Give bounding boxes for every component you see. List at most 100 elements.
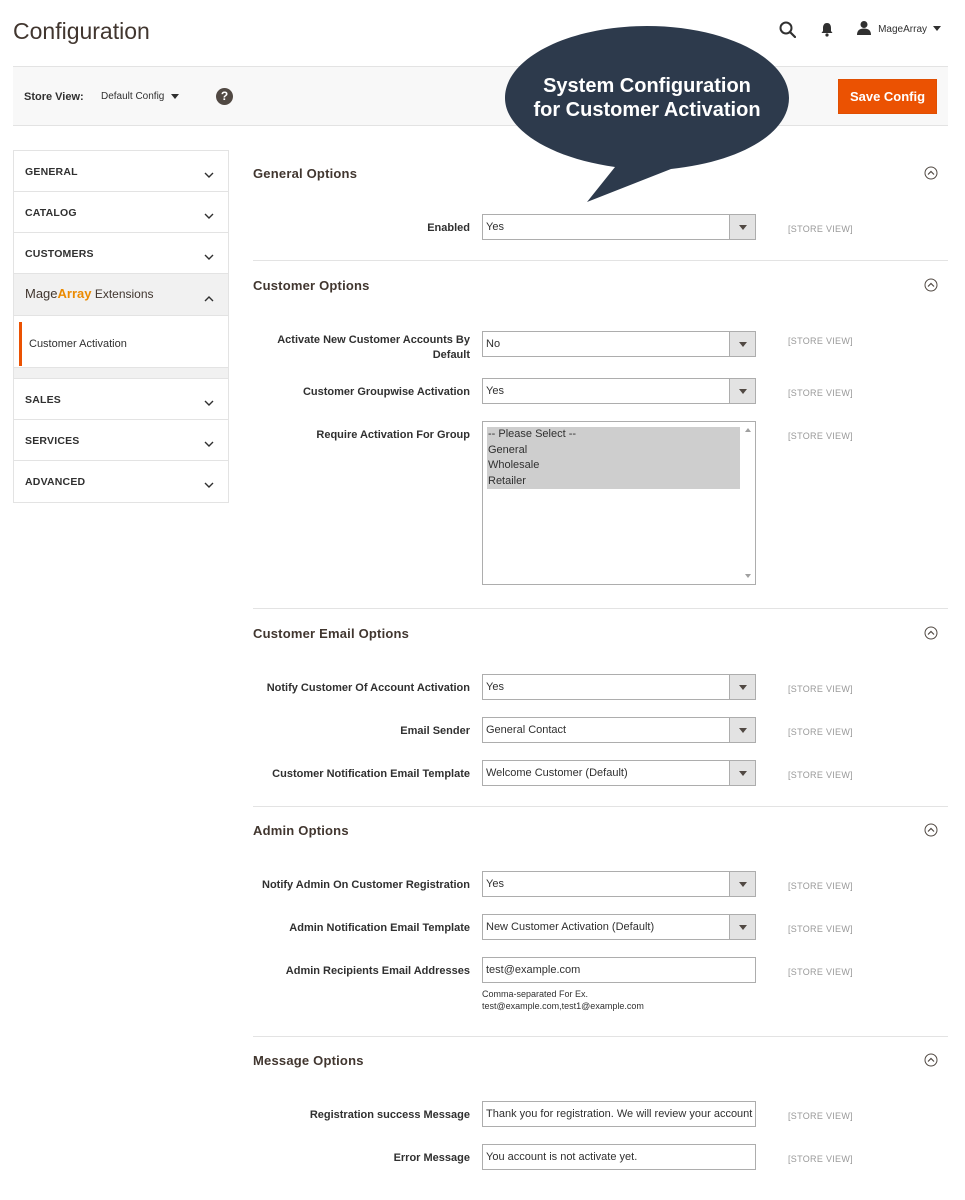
admin-email-template-select[interactable]: New Customer Activation (Default) [482,914,756,940]
section-general-options[interactable]: General Options [253,166,948,190]
input-value: test@example.com [486,964,581,976]
registration-success-input[interactable]: Thank you for registration. We will revi… [482,1101,756,1127]
sidebar-tab-customers[interactable]: CUSTOMERS [14,233,228,274]
admin-email-template-label: Admin Notification Email Template [289,922,470,934]
section-title: Customer Email Options [253,626,410,641]
collapse-icon [924,626,938,645]
admin-recipients-input[interactable]: test@example.com [482,957,756,983]
dropdown-arrow-icon [729,215,755,239]
email-sender-label: Email Sender [400,725,470,737]
multiselect-option[interactable]: Retailer [488,474,526,487]
user-menu[interactable]: MageArray [856,20,941,39]
callout-line-2: for Customer Activation [533,99,761,121]
note-line: Comma-separated For Ex. [482,989,589,999]
section-title: Message Options [253,1053,364,1068]
activate-new-accounts-select[interactable]: No [482,331,756,357]
select-value: General Contact [486,724,567,736]
sidebar-item-customer-activation[interactable]: Customer Activation [14,316,228,368]
bell-icon[interactable] [814,16,840,42]
section-divider [253,1036,948,1037]
speech-bubble-callout [505,26,789,202]
select-value: Yes [486,221,504,233]
dropdown-arrow-icon [729,872,755,896]
scroll-down-icon [745,574,751,578]
require-activation-group-multiselect[interactable]: -- Please Select -- General Wholesale Re… [482,421,756,585]
scrollbar[interactable] [741,422,755,584]
help-icon[interactable]: ? [216,88,233,105]
callout-line-1: System Configuration [543,75,751,97]
sidebar-tab-label: CATALOG [25,207,77,219]
dropdown-arrow-icon [729,332,755,356]
sidebar-tab-magearray-extensions[interactable]: MageArray Extensions [14,274,228,316]
save-config-button[interactable]: Save Config [838,79,937,114]
sidebar-tab-label: ADVANCED [25,476,86,488]
groupwise-activation-label: Customer Groupwise Activation [302,386,470,398]
store-view-value: Default Config [101,91,165,102]
config-sidebar: GENERAL CATALOG CUSTOMERS MageArray Exte… [13,150,229,503]
scope-label: [STORE VIEW] [788,684,853,694]
require-activation-group-label: Require Activation For Group [316,429,470,441]
collapse-icon [924,278,938,297]
scope-label: [STORE VIEW] [788,431,853,441]
magearray-logo: MageArray Extensions [25,286,154,301]
collapse-icon [924,166,938,185]
section-title: General Options [253,166,358,181]
error-message-input[interactable]: You account is not activate yet. [482,1144,756,1170]
section-admin-options[interactable]: Admin Options [253,823,948,847]
scope-label: [STORE VIEW] [788,881,853,891]
sidebar-item-label: Customer Activation [29,338,127,350]
note-line: test@example.com,test1@example.com [482,1001,644,1011]
scope-label: [STORE VIEW] [788,924,853,934]
scope-label: [STORE VIEW] [788,1154,853,1164]
sidebar-tab-general[interactable]: GENERAL [14,151,228,192]
section-title: Customer Options [253,278,370,293]
error-message-label: Error Message [393,1152,470,1164]
search-icon[interactable] [774,16,800,42]
notify-admin-select[interactable]: Yes [482,871,756,897]
dropdown-arrow-icon [729,379,755,403]
select-value: Welcome Customer (Default) [486,767,628,779]
enabled-select[interactable]: Yes [482,214,756,240]
enabled-label: Enabled [427,222,470,234]
sidebar-tab-label: SERVICES [25,435,80,447]
chevron-down-icon [933,24,941,35]
sidebar-tab-label: SALES [25,394,62,406]
sidebar-tab-label: CUSTOMERS [25,248,94,260]
customer-email-template-select[interactable]: Welcome Customer (Default) [482,760,756,786]
multiselect-option[interactable]: General [488,443,528,456]
section-title: Admin Options [253,823,349,838]
section-divider [253,260,948,261]
select-value: Yes [486,878,504,890]
store-view-label: Store View: [24,91,84,103]
sidebar-tab-sales[interactable]: SALES [14,379,228,420]
activate-new-accounts-label: Activate New Customer Accounts By Defaul… [277,334,470,361]
store-view-switcher[interactable]: Default Config [101,91,180,102]
notify-customer-label: Notify Customer Of Account Activation [266,682,470,694]
section-customer-email-options[interactable]: Customer Email Options [253,626,948,650]
callout-text: System Configuration for Customer Activa… [503,74,791,122]
sidebar-tab-services[interactable]: SERVICES [14,420,228,461]
sidebar-tab-advanced[interactable]: ADVANCED [14,461,228,502]
email-sender-select[interactable]: General Contact [482,717,756,743]
customer-email-template-label: Customer Notification Email Template [272,768,470,780]
multiselect-option[interactable]: -- Please Select -- [488,428,577,440]
section-divider [253,806,948,807]
sidebar-tab-catalog[interactable]: CATALOG [14,192,228,233]
scope-label: [STORE VIEW] [788,770,853,780]
scope-label: [STORE VIEW] [788,1111,853,1121]
groupwise-activation-select[interactable]: Yes [482,378,756,404]
user-icon [856,20,872,39]
header-actions: MageArray [760,16,941,42]
multiselect-option[interactable]: Wholesale [488,459,540,471]
section-customer-options[interactable]: Customer Options [253,278,948,302]
section-message-options[interactable]: Message Options [253,1053,948,1077]
scope-label: [STORE VIEW] [788,727,853,737]
dropdown-arrow-icon [729,718,755,742]
chevron-down-icon [204,166,214,184]
section-divider [253,608,948,609]
select-value: No [486,338,501,350]
chevron-down-icon [204,476,214,494]
scope-label: [STORE VIEW] [788,336,853,346]
notify-customer-select[interactable]: Yes [482,674,756,700]
collapse-icon [924,1053,938,1072]
